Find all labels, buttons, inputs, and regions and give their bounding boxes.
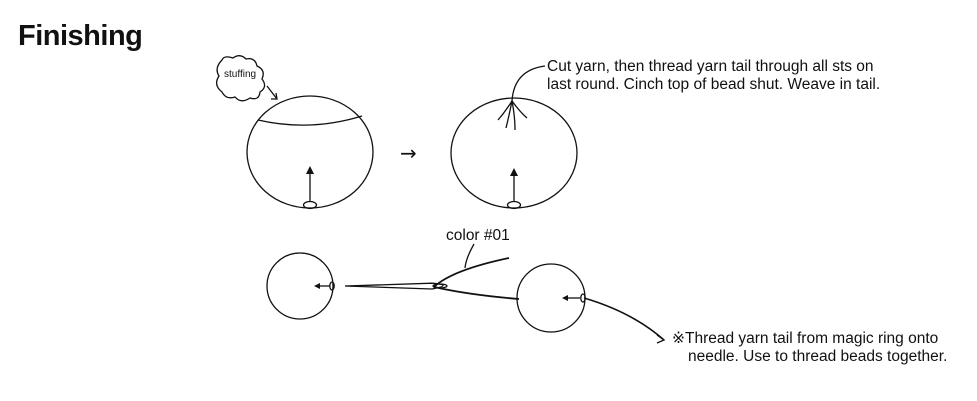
magic-ring-2 (506, 200, 522, 210)
needle (344, 282, 444, 290)
stuffing-arrow (266, 85, 278, 100)
thread-note-line1: ※Thread yarn tail from magic ring onto (672, 330, 939, 347)
bead-open-rim (257, 115, 363, 126)
color-leader (464, 243, 475, 269)
thread-note: ※Thread yarn tail from magic ring onto n… (672, 330, 947, 366)
cinch-note-line2: last round. Cinch top of bead shut. Weav… (547, 76, 881, 93)
yarn-upper (433, 257, 510, 288)
cinch-lines (497, 100, 528, 131)
thread-note-line2: needle. Use to thread beads together. (688, 348, 948, 365)
bead-left (266, 252, 334, 320)
tail-pointer (583, 297, 665, 341)
magic-ring-1 (302, 200, 318, 210)
yarn-lower (433, 286, 520, 300)
stuffing-cloud (215, 55, 266, 102)
cinch-note: Cut yarn, then thread yarn tail through … (547, 58, 880, 94)
page-title: Finishing (18, 20, 143, 52)
stuffing-label: stuffing (224, 69, 257, 80)
cinch-note-line1: Cut yarn, then thread yarn tail through … (547, 58, 874, 75)
between-arrow: → (400, 141, 417, 165)
note-pointer-top (511, 65, 546, 102)
color-label: color #01 (446, 227, 510, 244)
